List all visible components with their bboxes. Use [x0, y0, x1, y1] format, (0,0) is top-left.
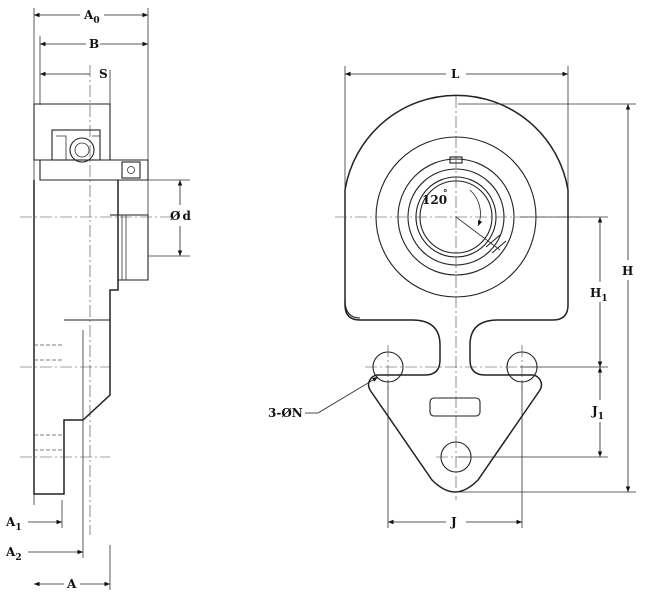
bolt-hole-label: 3-ØN — [268, 406, 303, 420]
dim-label-a: A — [66, 577, 77, 591]
dim-label-a0: A0 — [83, 8, 100, 26]
dim-label-s: S — [99, 67, 108, 81]
dim-label-h: H — [622, 264, 633, 278]
front-view: 120 ° L H H1 J1 J — [268, 66, 636, 529]
dim-label-a1: A1 — [5, 515, 22, 533]
angle-label: 120 — [422, 193, 447, 207]
dim-label-l: L — [451, 67, 460, 81]
dim-label-j: J — [450, 515, 457, 529]
dim-label-j1: J1 — [591, 404, 604, 422]
dim-label-a2: A2 — [5, 545, 22, 563]
svg-text:°: ° — [443, 189, 448, 199]
dim-label-h1: H1 — [590, 286, 608, 304]
dim-label-b: B — [89, 37, 99, 51]
